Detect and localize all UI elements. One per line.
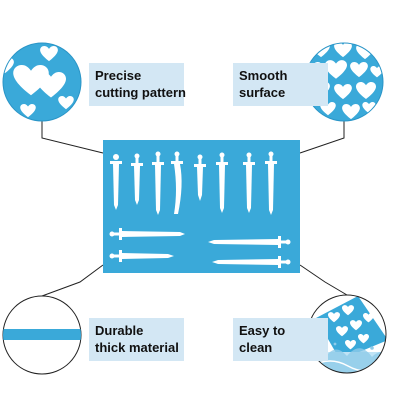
feature-label-line: cutting pattern: [95, 85, 186, 100]
sword-cutout: [212, 256, 291, 268]
sword-cutout: [131, 153, 143, 205]
feature-label-precise-cutting: Precise cutting pattern: [89, 63, 186, 106]
sword-cutout: [109, 250, 174, 262]
vertical-sword-cutouts: [110, 151, 277, 215]
feature-label-smooth-surface: Smooth surface: [233, 63, 328, 106]
sword-cutout: [208, 236, 291, 248]
sword-cutout: [216, 152, 228, 213]
feature-label-line: Precise: [95, 68, 142, 83]
sword-cutout: [109, 228, 185, 240]
sword-cutout: [171, 151, 183, 214]
sword-cutout: [152, 151, 164, 215]
feature-label-line: Easy to: [239, 323, 286, 338]
feature-label-line: Durable: [95, 323, 144, 338]
feature-label-line: clean: [239, 340, 273, 355]
thickness-circle-icon: [2, 295, 82, 375]
sword-stencil: [103, 140, 300, 273]
feature-label-line: surface: [239, 85, 286, 100]
connector-lines: [41, 121, 348, 297]
sword-cutout: [265, 151, 277, 215]
sword-cutout: [110, 154, 122, 210]
feature-label-easy-clean: Easy to clean: [233, 318, 328, 361]
feature-label-line: Smooth: [239, 68, 288, 83]
feature-label-line: thick material: [95, 340, 179, 355]
horizontal-sword-cutouts: [109, 228, 291, 268]
sword-cutout: [243, 152, 255, 213]
heart-pattern-circle-icon: [2, 42, 82, 122]
sword-cutout: [194, 154, 206, 201]
feature-label-durable: Durable thick material: [89, 318, 184, 361]
